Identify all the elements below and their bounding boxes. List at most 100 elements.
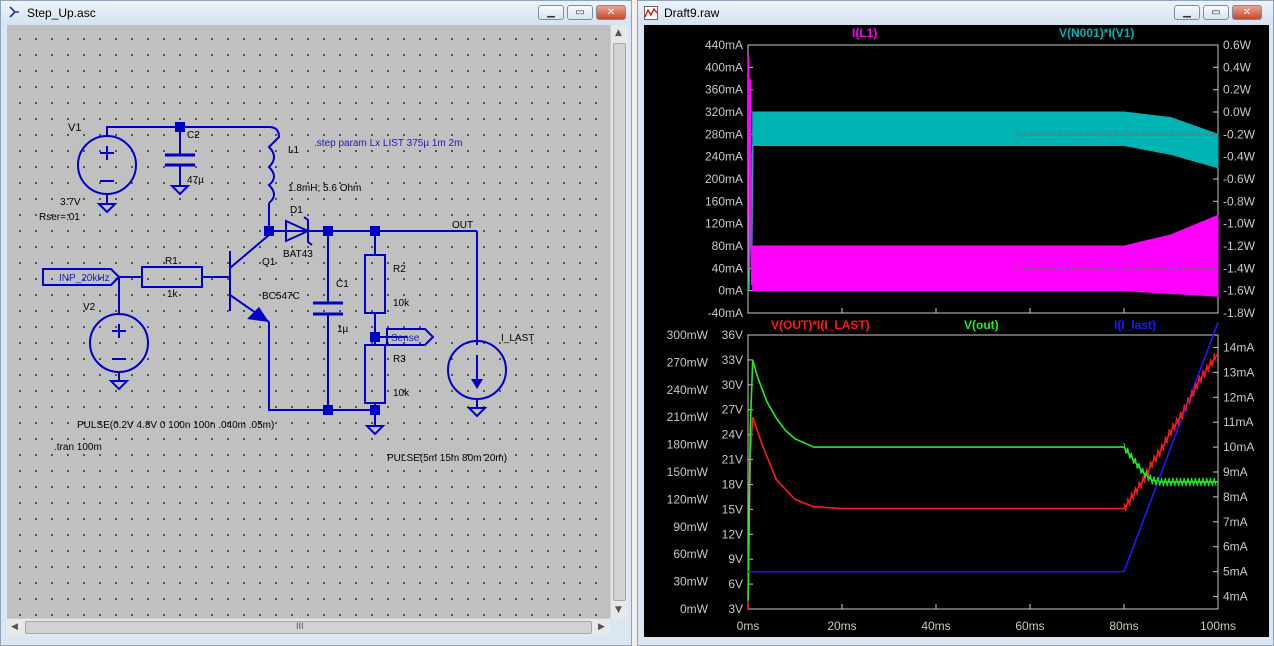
- p2-left2-tick-9: 9V: [728, 552, 743, 566]
- x-tick-2: 40ms: [921, 619, 950, 633]
- horizontal-scroll-thumb[interactable]: III: [25, 621, 592, 634]
- p1-right-tick-7: -0.8W: [1223, 194, 1256, 208]
- p1-left-tick-12: -40mA: [708, 306, 743, 320]
- label-v2-name: V2: [83, 302, 96, 313]
- p2-left2-tick-6: 18V: [722, 477, 743, 491]
- minimize-button[interactable]: ▁: [538, 5, 564, 20]
- inductor-l1: [267, 126, 281, 204]
- schematic-vertical-scrollbar[interactable]: ▲ ▼: [610, 25, 628, 618]
- p1-left-tick-9: 80mA: [712, 239, 743, 253]
- waveform-window-title: Draft9.raw: [664, 6, 720, 20]
- trace-label-vout[interactable]: V(out): [964, 318, 999, 332]
- minimize-button[interactable]: ▁: [1174, 5, 1200, 20]
- ground-r3: [364, 425, 386, 436]
- waveform-titlebar[interactable]: Draft9.raw ▁ ▭ ✕: [638, 1, 1273, 25]
- iload-arrow-head: [471, 379, 483, 389]
- scroll-up-icon[interactable]: ▲: [615, 28, 622, 38]
- trace-label-iload[interactable]: I(I_last): [1114, 318, 1156, 332]
- waveform-window[interactable]: Draft9.raw ▁ ▭ ✕ I(L1) V(N001)*I(V1) 440…: [637, 0, 1274, 646]
- p1-right-tick-9: -1.2W: [1223, 239, 1256, 253]
- schematic-window[interactable]: Step_Up.asc ▁ ▭ ✕: [0, 0, 632, 646]
- p1-right-tick-6: -0.6W: [1223, 172, 1256, 186]
- p2-right-tick-8: 6mA: [1223, 540, 1248, 554]
- label-c1-value: 1µ: [337, 324, 349, 335]
- p1-right-tick-0: 0.6W: [1223, 38, 1252, 52]
- p2-right-tick-4: 10mA: [1223, 440, 1254, 454]
- p1-right-tick-1: 0.4W: [1223, 60, 1252, 74]
- trace-label-power-v1[interactable]: V(N001)*I(V1): [1059, 26, 1134, 40]
- p1-left-tick-8: 120mA: [705, 217, 743, 231]
- junction-r3-bottom: [370, 405, 380, 415]
- label-step-directive[interactable]: .step param Lx LIST 375µ 1m 2m: [314, 138, 462, 149]
- p2-left1-tick-0: 300mW: [667, 328, 709, 342]
- trace-il1-startup: [747, 56, 754, 286]
- resistor-r2: [364, 254, 386, 314]
- junction-collector: [264, 226, 274, 236]
- x-tick-4: 80ms: [1109, 619, 1138, 633]
- trace-il1-band: [752, 214, 1219, 297]
- label-r1-name: R1: [165, 256, 178, 267]
- schematic-horizontal-scrollbar[interactable]: ◀ III ▶: [7, 618, 610, 636]
- p2-right-tick-1: 13mA: [1223, 365, 1254, 379]
- trace-label-output-power[interactable]: V(OUT)*I(I_LAST): [771, 318, 870, 332]
- p2-left1-tick-5: 150mW: [667, 465, 709, 479]
- p1-left-tick-3: 320mA: [705, 105, 743, 119]
- p2-right-tick-5: 9mA: [1223, 465, 1248, 479]
- pane-bottom[interactable]: V(OUT)*I(I_LAST) V(out) I(I_last) 300mW 2…: [667, 308, 1255, 633]
- p1-left-tick-1: 400mA: [705, 60, 743, 74]
- p2-left1-tick-9: 30mW: [673, 575, 708, 589]
- close-button[interactable]: ✕: [596, 5, 626, 20]
- schematic-drawing: V1 3.7V Rser=.01 C2 47µ L1 1.8mH; 5.6 Oh…: [39, 122, 534, 464]
- p2-right-tick-7: 7mA: [1223, 515, 1248, 529]
- waveform-plot-area[interactable]: I(L1) V(N001)*I(V1) 440mA 400mA 360mA 320mA…: [644, 25, 1269, 637]
- waveform-chart[interactable]: I(L1) V(N001)*I(V1) 440mA 400mA 360mA 320mA…: [644, 25, 1269, 637]
- label-r1-value: 1k: [167, 289, 179, 300]
- label-c2-value: 47µ: [187, 175, 204, 186]
- scroll-right-icon[interactable]: ▶: [598, 622, 605, 632]
- p1-right-tick-8: -1.0W: [1223, 217, 1256, 231]
- p1-left-tick-7: 160mA: [705, 194, 743, 208]
- label-iload-pulse: PULSE(5m 15m 80m 20m): [387, 453, 507, 464]
- label-d1-model: BAT43: [283, 249, 313, 260]
- p2-left1-tick-1: 270mW: [667, 355, 709, 369]
- p2-left1-tick-10: 0mW: [680, 602, 709, 616]
- schematic-app-icon: [9, 6, 19, 18]
- p2-right-tick-10: 4mA: [1223, 590, 1248, 604]
- schematic-titlebar[interactable]: Step_Up.asc ▁ ▭ ✕: [1, 1, 631, 25]
- p2-left2-tick-1: 33V: [722, 353, 743, 367]
- maximize-button[interactable]: ▭: [1203, 5, 1229, 20]
- p1-right-tick-3: 0.0W: [1223, 105, 1252, 119]
- label-c1-name: C1: [336, 279, 349, 290]
- scroll-grip: III: [296, 621, 304, 631]
- trace-label-il1[interactable]: I(L1): [852, 26, 877, 40]
- x-tick-1: 20ms: [827, 619, 856, 633]
- maximize-button[interactable]: ▭: [567, 5, 593, 20]
- label-tran-directive[interactable]: .tran 100m: [54, 442, 102, 453]
- p1-right-tick-12: -1.8W: [1223, 306, 1256, 320]
- wire-top-rail: [106, 126, 269, 135]
- wire-emitter-ground: [268, 322, 375, 411]
- junction-c2: [175, 122, 185, 132]
- pane-top[interactable]: I(L1) V(N001)*I(V1) 440mA 400mA 360mA 320mA…: [705, 26, 1256, 320]
- p1-left-tick-2: 360mA: [705, 83, 743, 97]
- close-button[interactable]: ✕: [1232, 5, 1262, 20]
- label-l1-value: 1.8mH; 5.6 Ohm: [288, 183, 361, 194]
- ground-v1: [96, 203, 118, 214]
- schematic-canvas[interactable]: V1 3.7V Rser=.01 C2 47µ L1 1.8mH; 5.6 Oh…: [7, 25, 610, 618]
- scroll-left-icon[interactable]: ◀: [11, 622, 18, 632]
- diode-d1-bar: [303, 216, 313, 246]
- p1-right-tick-5: -0.4W: [1223, 150, 1256, 164]
- trace-power-v1-band: [752, 111, 1219, 169]
- label-q1-name: Q1: [262, 257, 276, 268]
- p1-left-tick-0: 440mA: [705, 38, 743, 52]
- label-r2-name: R2: [393, 264, 406, 275]
- source-v2: [89, 313, 149, 373]
- vertical-scroll-thumb[interactable]: [613, 43, 626, 601]
- junction-c1-top: [323, 226, 333, 236]
- label-l1-name: L1: [288, 145, 300, 156]
- p2-right-tick-6: 8mA: [1223, 490, 1248, 504]
- scroll-down-icon[interactable]: ▼: [615, 605, 622, 615]
- label-r2-value: 10k: [393, 298, 410, 309]
- label-r3-name: R3: [393, 354, 406, 365]
- transistor-emitter-arrow: [247, 307, 269, 322]
